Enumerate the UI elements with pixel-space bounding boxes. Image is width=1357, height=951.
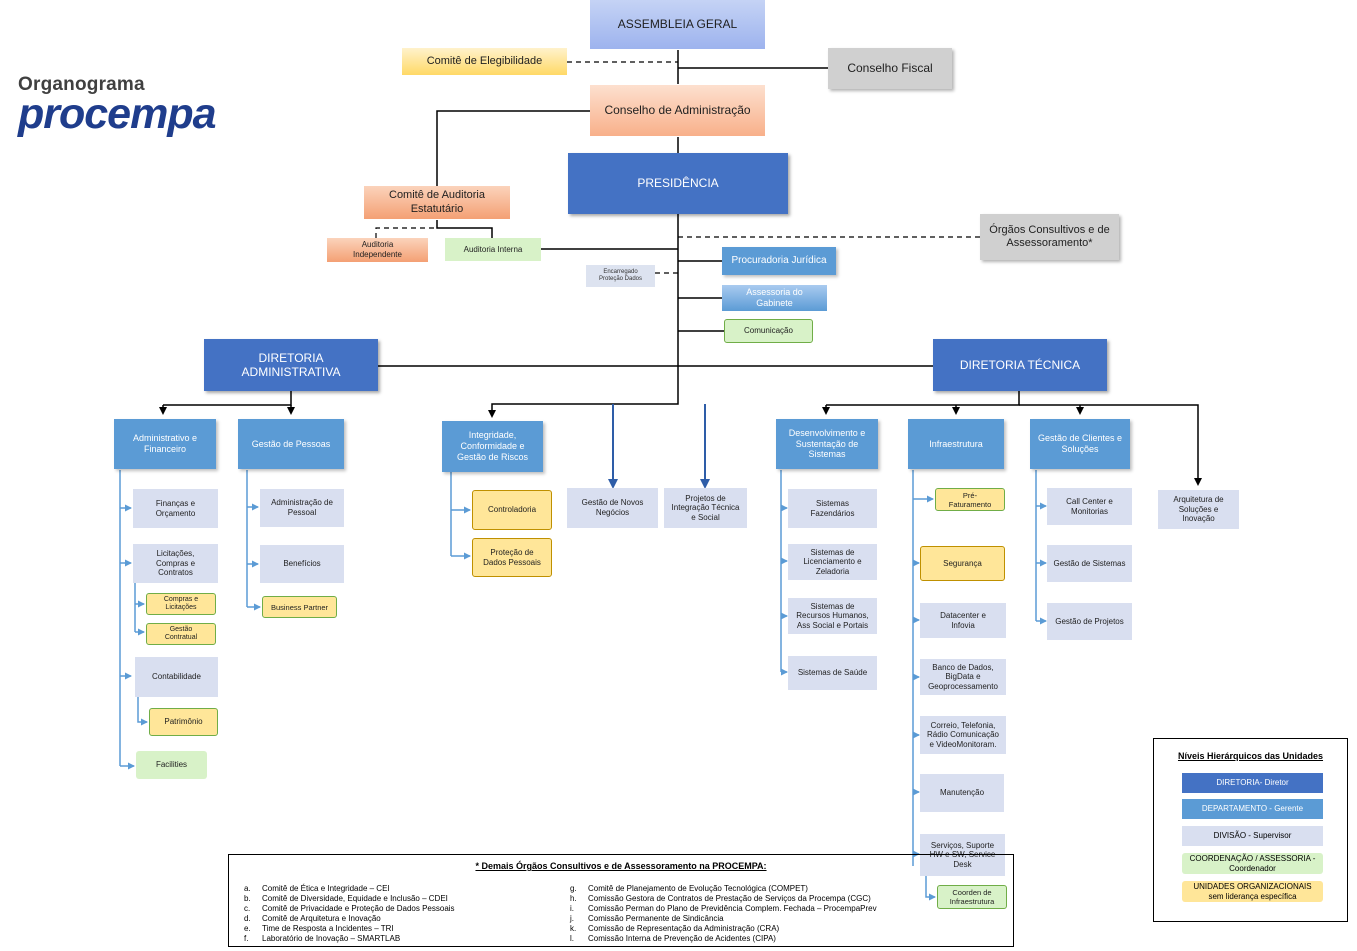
legend-divisao: DIVISÃO - Supervisor: [1182, 826, 1323, 846]
note-item: h.Comissão Gestora de Contratos de Prest…: [570, 894, 871, 903]
assessoria-gabinete-box[interactable]: Assessoria do Gabinete: [722, 285, 827, 311]
sistemas-fazendarios-box[interactable]: Sistemas Fazendários: [788, 489, 877, 528]
note-item: d.Comitê de Arquitetura e Inovação: [244, 914, 381, 923]
note-item: f.Laboratório de Inovação – SMARTLAB: [244, 934, 401, 943]
legend-diretoria: DIRETORIA- Diretor: [1182, 773, 1323, 793]
financas-orcamento-box[interactable]: Finanças e Orçamento: [133, 489, 218, 528]
note-item: i.Comissão Perman do Plano de Previdênci…: [570, 904, 877, 913]
procuradoria-juridica-box[interactable]: Procuradoria Jurídica: [722, 247, 836, 275]
patrimonio-box[interactable]: Patrimônio: [149, 708, 218, 736]
note-item: b.Comitê de Diversidade, Equidade e Incl…: [244, 894, 448, 903]
notes-panel: * Demais Órgãos Consultivos e de Assesso…: [228, 854, 1014, 947]
gestao-contratual-box[interactable]: Gestão Contratual: [146, 623, 216, 645]
arquitetura-solucoes-box[interactable]: Arquitetura de Soluções e Inovação: [1158, 490, 1239, 529]
administracao-pessoal-box[interactable]: Administração de Pessoal: [260, 489, 344, 527]
diretoria-tecnica-box[interactable]: DIRETORIA TÉCNICA: [933, 339, 1107, 391]
controladoria-box[interactable]: Controladoria: [472, 490, 552, 530]
comite-elegibilidade-box[interactable]: Comitê de Elegibilidade: [402, 48, 567, 75]
beneficios-box[interactable]: Benefícios: [260, 545, 344, 583]
licitacoes-box[interactable]: Licitações, Compras e Contratos: [133, 544, 218, 583]
diretoria-administrativa-box[interactable]: DIRETORIA ADMINISTRATIVA: [204, 339, 378, 391]
sistemas-licenciamento-box[interactable]: Sistemas de Licenciamento e Zeladoria: [788, 544, 877, 580]
procempa-logo: Organograma procempa: [18, 74, 217, 139]
sistemas-saude-box[interactable]: Sistemas de Saúde: [788, 656, 877, 690]
administrativo-financeiro-box[interactable]: Administrativo e Financeiro: [114, 419, 216, 469]
note-item: e.Time de Resposta a Incidentes – TRI: [244, 924, 394, 933]
auditoria-interna-box[interactable]: Auditoria Interna: [445, 238, 541, 261]
comite-auditoria-box[interactable]: Comitê de Auditoria Estatutário: [364, 186, 510, 219]
correio-telefonia-box[interactable]: Correio, Telefonia, Rádio Comunicação e …: [920, 716, 1006, 754]
servicos-suporte-box[interactable]: Serviços, Suporte HW e SW, Service Desk: [920, 834, 1005, 876]
note-item: g.Comitê de Planejamento de Evolução Tec…: [570, 884, 808, 893]
gestao-pessoas-box[interactable]: Gestão de Pessoas: [238, 419, 344, 469]
legend-title: Níveis Hierárquicos das Unidades: [1177, 751, 1324, 761]
encarregado-protecao-dados-box[interactable]: Encarregado Proteção Dados: [586, 265, 655, 287]
legend-unidades: UNIDADES ORGANIZACIONAIS sem liderança e…: [1182, 881, 1323, 902]
note-item: a.Comitê de Ética e Integridade – CEI: [244, 884, 390, 893]
auditoria-independente-box[interactable]: Auditoria Independente: [327, 238, 428, 262]
coordenacao-infraestrutura-box[interactable]: Coorden de Infraestrutura: [937, 885, 1007, 909]
infraestrutura-box[interactable]: Infraestrutura: [908, 419, 1004, 469]
presidencia-box[interactable]: PRESIDÊNCIA: [568, 153, 788, 214]
note-item: c.Comitê de Privacidade e Proteção de Da…: [244, 904, 455, 913]
gestao-projetos-box[interactable]: Gestão de Projetos: [1047, 603, 1132, 640]
seguranca-box[interactable]: Segurança: [920, 546, 1005, 581]
legend-panel: Níveis Hierárquicos das Unidades DIRETOR…: [1153, 738, 1348, 922]
call-center-box[interactable]: Call Center e Monitorias: [1047, 488, 1132, 525]
note-item: l.Comissão Interna de Prevenção de Acide…: [570, 934, 776, 943]
notes-left-column: a.Comitê de Ética e Integridade – CEI b.…: [244, 884, 455, 944]
gestao-novos-negocios-box[interactable]: Gestão de Novos Negócios: [567, 488, 658, 528]
business-partner-box[interactable]: Business Partner: [262, 596, 337, 618]
logo-brand: procempa: [18, 90, 217, 138]
desenvolvimento-sistemas-box[interactable]: Desenvolvimento e Sustentação de Sistema…: [776, 419, 878, 469]
notes-title: * Demais Órgãos Consultivos e de Assesso…: [475, 861, 767, 871]
gestao-clientes-box[interactable]: Gestão de Clientes e Soluções: [1030, 419, 1130, 469]
banco-dados-box[interactable]: Banco de Dados, BigData e Geoprocessamen…: [920, 659, 1006, 695]
notes-right-column: g.Comitê de Planejamento de Evolução Tec…: [570, 884, 877, 944]
pre-faturamento-box[interactable]: Pré- Faturamento: [935, 488, 1005, 511]
assembleia-geral-box[interactable]: ASSEMBLEIA GERAL: [590, 0, 765, 49]
note-item: j.Comissão Permanente de Sindicância: [570, 914, 724, 923]
integridade-box[interactable]: Integridade, Conformidade e Gestão de Ri…: [442, 421, 543, 472]
facilities-box[interactable]: Facilities: [136, 751, 207, 779]
projetos-integracao-box[interactable]: Projetos de Integração Técnica e Social: [664, 488, 747, 528]
sistemas-rh-box[interactable]: Sistemas de Recursos Humanos, Ass Social…: [788, 598, 877, 634]
note-item: k.Comissão de Representação da Administr…: [570, 924, 780, 933]
protecao-dados-pessoais-box[interactable]: Proteção de Dados Pessoais: [472, 538, 552, 577]
datacenter-infovia-box[interactable]: Datacenter e Infovia: [920, 603, 1006, 638]
contabilidade-box[interactable]: Contabilidade: [135, 657, 218, 697]
compras-licitacoes-box[interactable]: Compras e Licitações: [146, 593, 216, 615]
logo-title: Organograma: [18, 74, 145, 95]
orgaos-consultivos-box[interactable]: Órgãos Consultivos e de Assessoramento*: [980, 214, 1119, 260]
comunicacao-box[interactable]: Comunicação: [724, 319, 813, 343]
gestao-sistemas-box[interactable]: Gestão de Sistemas: [1047, 545, 1132, 582]
conselho-fiscal-box[interactable]: Conselho Fiscal: [828, 48, 952, 89]
conselho-administracao-box[interactable]: Conselho de Administração: [590, 85, 765, 136]
legend-departamento: DEPARTAMENTO - Gerente: [1182, 799, 1323, 819]
legend-coordenacao: COORDENAÇÃO / ASSESSORIA - Coordenador: [1182, 853, 1323, 874]
manutencao-box[interactable]: Manutenção: [920, 774, 1004, 812]
